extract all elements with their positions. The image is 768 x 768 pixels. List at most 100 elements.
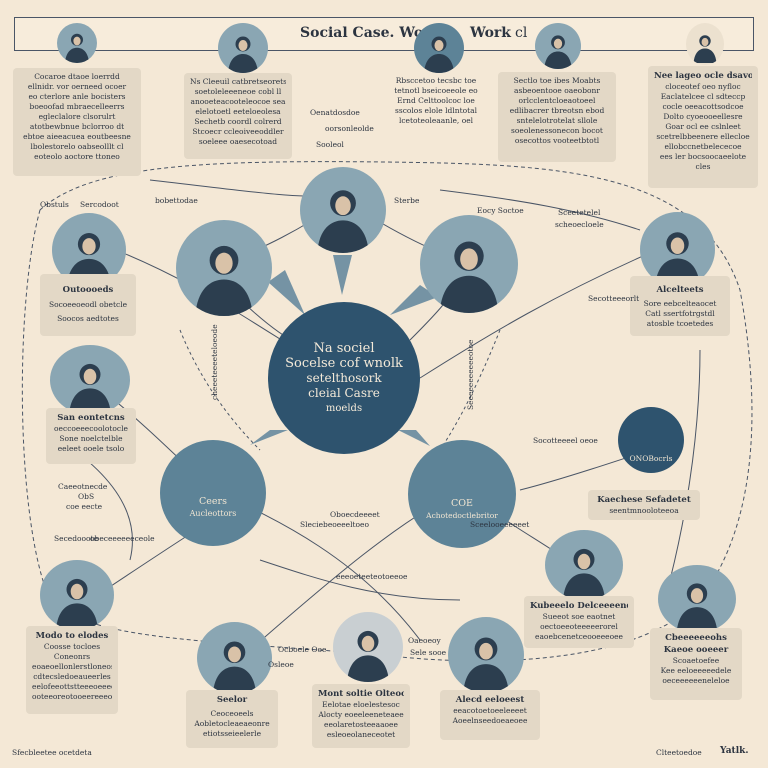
hub-right: COE Achotedoctlebritor bbox=[408, 440, 516, 548]
float-label: eeeoeteeteotoeeoe bbox=[336, 572, 408, 581]
float-label: Eocy Soctoe bbox=[477, 206, 524, 215]
person-body bbox=[463, 664, 509, 693]
person-face bbox=[553, 38, 563, 49]
portrait-upper-right bbox=[420, 215, 518, 313]
card-top-right: Nee lageo ocle dsavon cloceotef oeo nyfl… bbox=[648, 66, 758, 188]
person-face bbox=[701, 37, 709, 47]
card-heading: Outoooeds bbox=[62, 285, 114, 295]
card-top-mid: Rbsccetoo tecsbc toe tetnotl bseicoeeole… bbox=[384, 72, 488, 132]
person-face bbox=[434, 40, 444, 51]
card-line: cdtecsledoeaueerles bbox=[33, 672, 111, 681]
vertical-label: Seeeeeeeeeeeotoe bbox=[466, 339, 475, 410]
card-line: osecottos vooteetbtotl bbox=[514, 136, 600, 145]
card-line: atotbewbnue bclorroo dt bbox=[29, 122, 125, 131]
float-label: Sfecbleetee ocetdeta bbox=[12, 748, 92, 757]
card-line: eeacotoetoeeleeeet bbox=[453, 706, 527, 715]
card-line: etiotsseieelerle bbox=[202, 729, 262, 738]
person-face bbox=[238, 40, 248, 51]
link-19 bbox=[439, 329, 501, 451]
person-body bbox=[228, 54, 258, 73]
card-heading: Alcelteets bbox=[656, 285, 704, 295]
float-label: Socotteeeel oeoe bbox=[533, 436, 598, 445]
float-label: Sele sooe bbox=[410, 648, 447, 657]
card-line: tetnotl bseicoeeole eo bbox=[394, 86, 478, 95]
center-line-3: setelthosork bbox=[306, 370, 382, 385]
card-line: eelofeeottstteeeoeeeo bbox=[32, 682, 112, 691]
float-label: Sceetetelel bbox=[558, 208, 601, 217]
person-face bbox=[361, 635, 375, 652]
float-label: Sleciebeoeeeltoeo bbox=[300, 520, 369, 529]
link-2 bbox=[419, 239, 681, 379]
card-heading: Nee lageo ocle dsavon bbox=[654, 71, 752, 81]
card-line: anooeteacooteleocoe sea bbox=[190, 97, 286, 106]
person-silhouette-icon bbox=[439, 241, 499, 313]
card-line: boeoofad mbraecelleerrs bbox=[29, 102, 125, 111]
link-18 bbox=[179, 329, 261, 451]
person-body bbox=[56, 603, 98, 630]
float-label: Clteetoedoe bbox=[656, 748, 702, 757]
card-line: Ernd Celttoolcoc loe bbox=[397, 96, 475, 105]
person-body bbox=[693, 48, 717, 63]
person-silhouette-icon bbox=[424, 36, 454, 73]
card-line: soeolenessonecon bocot bbox=[511, 126, 603, 135]
card-line: cloceotef oeo nyfloc bbox=[665, 82, 741, 91]
card-line: Aoeelnseedoeaeoee bbox=[452, 716, 528, 725]
float-label: Sercodoot bbox=[80, 200, 119, 209]
person-silhouette-icon bbox=[65, 33, 89, 63]
card-top-mid-right: Sectlo toe ibes Moabts asbeoentooe oaeob… bbox=[498, 72, 616, 162]
person-silhouette-icon bbox=[56, 578, 98, 630]
card-bot-left: Seelor Ceoceoeels Aobletocleaeaeonre eti… bbox=[186, 690, 278, 748]
card-heading: Mont soltie Olteooclstr bbox=[318, 689, 404, 699]
card-line: Socoeeoeodl obetcle bbox=[48, 300, 128, 309]
card-line: Cocaroe dtaoe loerrdd bbox=[34, 72, 120, 81]
card-line: soetoleleeeneoe cobl ll bbox=[194, 87, 282, 96]
card-line: soeleee oaesecotoad bbox=[198, 137, 278, 146]
card-line: Sectlo toe ibes Moabts bbox=[513, 76, 601, 85]
person-face bbox=[577, 553, 591, 570]
portrait-top-center bbox=[300, 167, 386, 253]
portrait-bot-mid bbox=[333, 612, 403, 682]
card-line: Sueeot soe eaotnet bbox=[542, 612, 616, 621]
card-line: egleclalore clsorulrt bbox=[38, 112, 116, 121]
float-label: Osleoe bbox=[268, 660, 294, 669]
float-label: Caeeotnecde bbox=[58, 482, 108, 491]
card-line: sntelelotrotelat sllole bbox=[516, 116, 598, 125]
pointer-top bbox=[333, 255, 352, 295]
portrait-top-2 bbox=[218, 23, 268, 73]
person-body bbox=[317, 220, 369, 253]
card-line: Goar ocl ee cslnleet bbox=[665, 122, 741, 131]
person-silhouette-icon bbox=[676, 583, 718, 633]
float-label: oorsonleolde bbox=[325, 124, 374, 133]
card-right-1: Alcelteets Sore eebcelteaocet Catl ssert… bbox=[630, 276, 730, 336]
float-label: Secotteeeorlt bbox=[588, 294, 640, 303]
card-line: Eaclatelcee cl sdteccp bbox=[660, 92, 746, 101]
float-label: Secedooote bbox=[54, 534, 99, 543]
card-heading: Alecd eeloeest bbox=[455, 695, 525, 705]
card-line: ees ler bocsoocaeelote bbox=[659, 152, 747, 161]
card-top-mid-left: Ns Cleeuil catbretseorets soetoleleeeneo… bbox=[184, 73, 292, 159]
person-silhouette-icon bbox=[69, 363, 111, 415]
float-label: ObS bbox=[78, 492, 95, 501]
card-heading: Kaechese Sefadetet bbox=[597, 495, 691, 505]
portrait-right-1 bbox=[640, 212, 715, 287]
person-silhouette-icon bbox=[693, 35, 717, 63]
card-line: Eelotae eloelestesoc bbox=[322, 700, 400, 709]
card-line: sscolos elole ldlntotal bbox=[395, 106, 477, 115]
hub-right-line-1: COE bbox=[451, 498, 473, 509]
portrait-upper-left bbox=[176, 220, 272, 316]
person-body bbox=[195, 279, 253, 316]
person-silhouette-icon bbox=[563, 548, 605, 600]
vertical-label: cheeeteeeeteloeode bbox=[210, 324, 219, 400]
pointer-top-left bbox=[268, 270, 305, 315]
card-line: elelotoetl eeteloeolesa bbox=[195, 107, 281, 116]
hub-dark-right: ONOBocrls bbox=[618, 407, 684, 473]
person-body bbox=[65, 47, 89, 63]
card-line: Sone noelctelble bbox=[59, 434, 123, 443]
card-line: Ns Cleeuil catbretseorets bbox=[190, 77, 286, 86]
person-face bbox=[690, 588, 704, 604]
card-line: eeolaretosteeaaoee bbox=[324, 720, 398, 729]
person-face bbox=[83, 368, 97, 385]
person-face bbox=[70, 583, 84, 600]
hub-left-line-1: Ceers bbox=[199, 496, 227, 507]
